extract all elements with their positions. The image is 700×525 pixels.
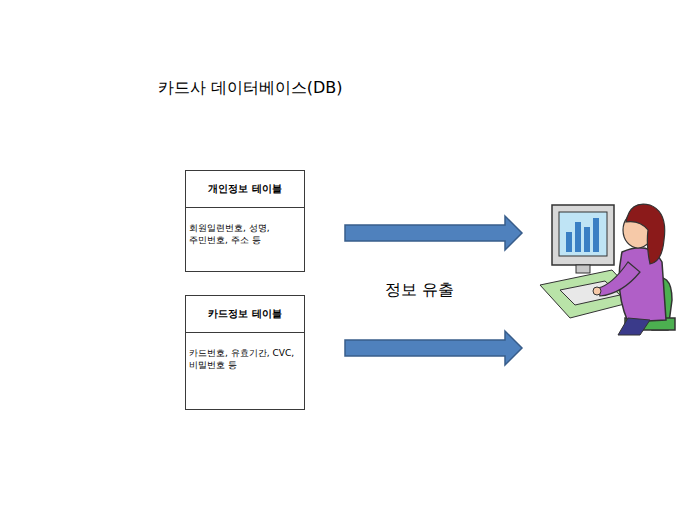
table-box: 개인정보 테이블회원일련번호, 성명, 주민번호, 주소 등 [185,170,305,272]
table-columns: 카드번호, 유효기간, CVC, 비밀번호 등 [186,333,304,377]
database-cylinder: 카드사 데이터베이스(DB) 개인정보 테이블회원일련번호, 성명, 주민번호, … [68,40,432,500]
table-columns: 회원일련번호, 성명, 주민번호, 주소 등 [186,208,304,252]
leak-arrow [345,216,522,365]
table-box: 카드정보 테이블카드번호, 유효기간, CVC, 비밀번호 등 [185,295,305,410]
database-title: 카드사 데이터베이스(DB) [68,78,432,99]
table-name: 개인정보 테이블 [186,171,304,208]
person-at-computer [540,204,675,335]
flow-label: 정보 유출 [385,280,454,301]
table-name: 카드정보 테이블 [186,296,304,333]
